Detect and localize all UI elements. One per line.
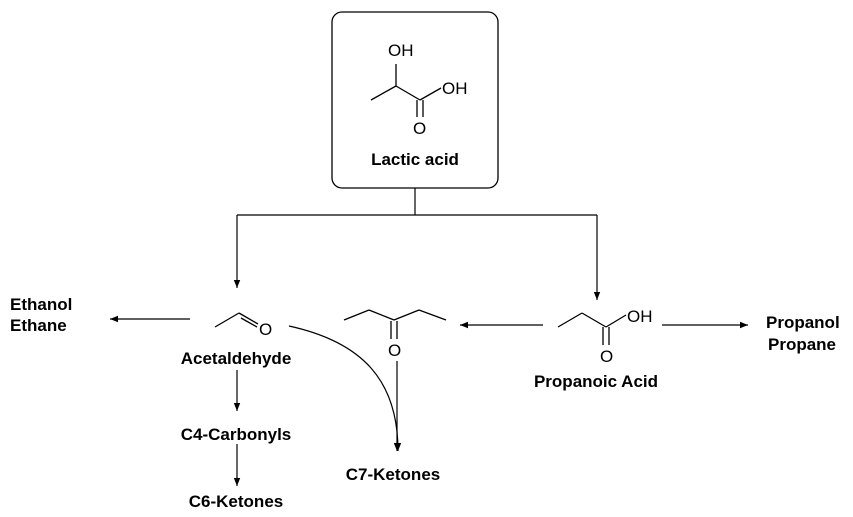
ethanol-label: Ethanol	[10, 295, 73, 314]
branch-connector	[233, 188, 601, 300]
propanoic-acid-label: Propanoic Acid	[533, 372, 659, 391]
c4-carbonyls-label: C4-Carbonyls	[180, 425, 292, 444]
pentanone-structure	[343, 309, 447, 339]
propanoic-oh: OH	[627, 307, 653, 326]
lactic-oh-right: OH	[442, 79, 468, 98]
ethane-label: Ethane	[10, 316, 67, 335]
lactic-oh-top: OH	[388, 41, 414, 60]
c6-ketones-label: C6-Ketones	[188, 492, 284, 511]
lactic-o: O	[413, 119, 426, 138]
propanoic-o: O	[600, 347, 613, 366]
c7-ketones-label: C7-Ketones	[345, 465, 441, 484]
acetaldehyde-structure	[214, 312, 259, 328]
lactic-acid-structure	[370, 64, 442, 117]
propanoic-acid-structure	[557, 312, 627, 345]
acetaldehyde-o: O	[259, 320, 272, 339]
propane-label: Propane	[768, 335, 837, 354]
propanol-label: Propanol	[766, 313, 840, 332]
pentanone-o: O	[388, 341, 401, 360]
curved-arrow-to-c7	[288, 325, 402, 452]
acetaldehyde-label: Acetaldehyde	[180, 349, 292, 368]
lactic-acid-label: Lactic acid	[371, 150, 459, 169]
